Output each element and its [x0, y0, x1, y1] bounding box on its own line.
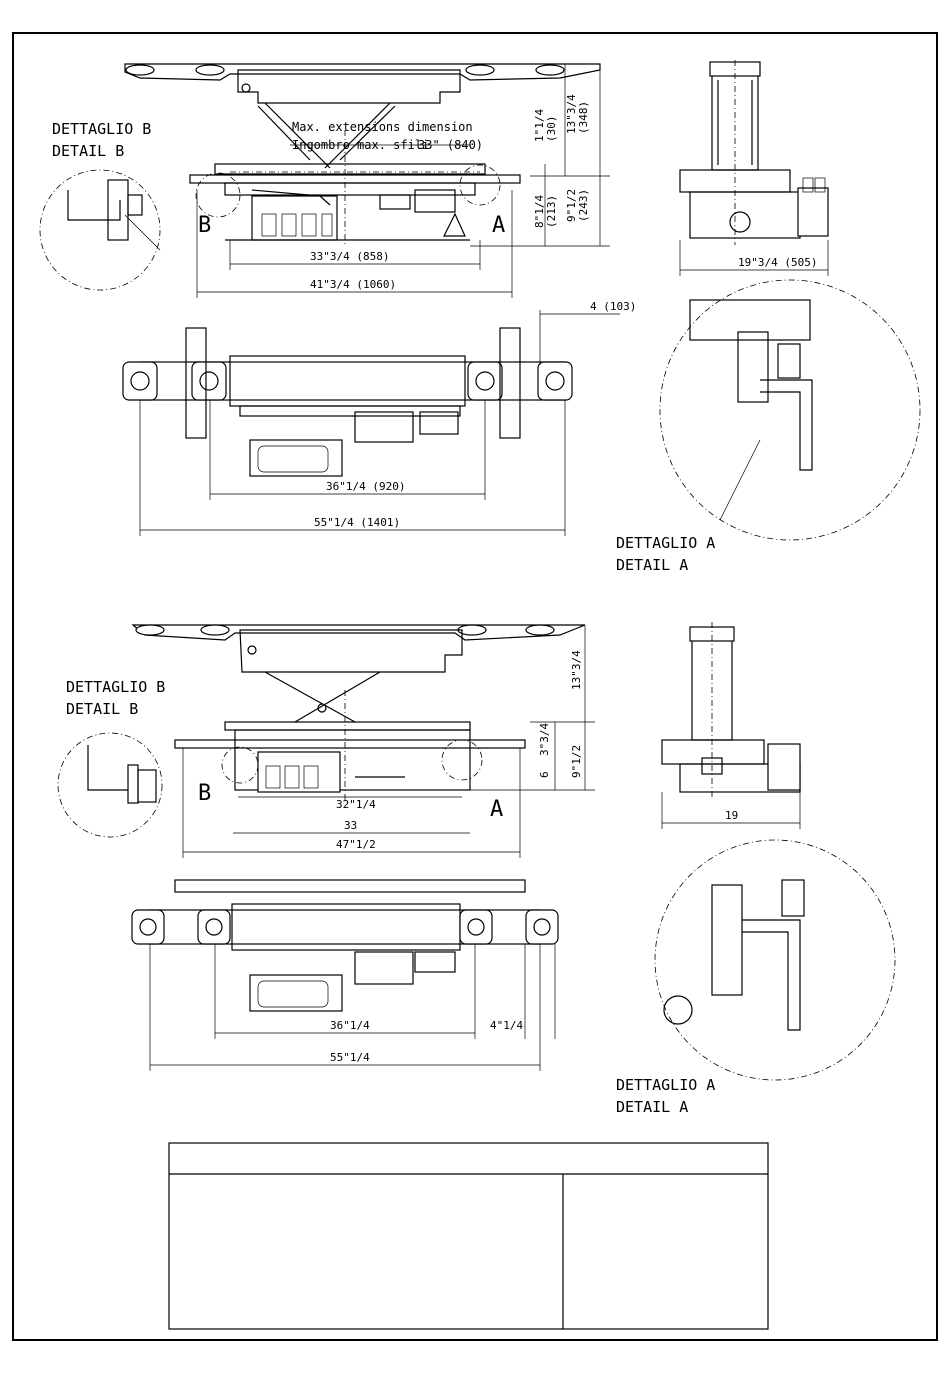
label-a-top: A	[492, 213, 505, 238]
detail-b-circle-top	[39, 169, 161, 291]
label-b-top: B	[198, 213, 211, 238]
detail-a-label-it: DETTAGLIO A	[616, 534, 715, 552]
dim-32-1-4-b: 32"1/4	[336, 798, 376, 811]
max-extensions-label-it: Ingombro max. sfili	[292, 138, 429, 152]
label-b-bottom: B	[198, 781, 211, 806]
top-front-view	[124, 63, 601, 245]
max-extensions-value: 33" (840)	[418, 138, 483, 152]
top-front-dimensions	[196, 64, 610, 298]
dim-30: (30)	[545, 116, 558, 143]
dim-1-1-4: 1"1/4	[533, 109, 546, 142]
bottom-front-dimensions	[182, 625, 595, 858]
detail-a-label-it-2: DETTAGLIO A	[616, 1076, 715, 1094]
max-extensions-label-en: Max. extensions dimension	[292, 120, 473, 134]
title-block	[168, 1142, 769, 1330]
dim-4: 4 (103)	[590, 300, 636, 313]
dim-3-3-4-b: 3"3/4	[538, 723, 551, 756]
detail-b-circle-bottom	[57, 732, 163, 838]
dim-36-1-4-b: 36"1/4	[330, 1019, 370, 1032]
dim-55-1-4: 55"1/4 (1401)	[314, 516, 400, 529]
dim-55-1-4-b: 55"1/4	[330, 1051, 370, 1064]
dim-47-1-2-b: 47"1/2	[336, 838, 376, 851]
detail-a-label-en-2: DETAIL A	[616, 1098, 688, 1116]
dim-19-3-4: 19"3/4 (505)	[738, 256, 817, 269]
dim-13-3-4: 13"3/4	[565, 94, 578, 134]
dim-33-b: 33	[344, 819, 357, 832]
detail-b-label-it-2: DETTAGLIO B	[66, 678, 165, 696]
top-side-view	[679, 60, 829, 276]
dim-243: (243)	[577, 189, 590, 222]
dim-4-1-4-b: 4"1/4	[490, 1019, 523, 1032]
bottom-front-view	[131, 624, 586, 800]
dim-9-1-2: 9"1/2	[565, 189, 578, 222]
dim-13-3-4-b: 13"3/4	[570, 650, 583, 690]
dim-213: (213)	[545, 195, 558, 228]
dim-41-3-4: 41"3/4 (1060)	[310, 278, 396, 291]
dim-33-3-4: 33"3/4 (858)	[310, 250, 389, 263]
dim-6-b: 6	[538, 771, 551, 778]
detail-a-label-en: DETAIL A	[616, 556, 688, 574]
drawing-border	[12, 32, 938, 1341]
detail-b-label-it: DETTAGLIO B	[52, 120, 151, 138]
detail-a-circle-top	[659, 279, 921, 541]
bottom-plan-view	[131, 879, 559, 1071]
detail-b-label-en-2: DETAIL B	[66, 700, 138, 718]
label-a-bottom: A	[490, 797, 503, 822]
dim-9-1-2-b: 9"1/2	[570, 745, 583, 778]
detail-b-label-en: DETAIL B	[52, 142, 124, 160]
dim-8-1-4: 8"1/4	[533, 195, 546, 228]
dim-348: (348)	[577, 101, 590, 134]
bottom-side-view	[661, 622, 801, 829]
dim-36-1-4: 36"1/4 (920)	[326, 480, 405, 493]
detail-a-circle-bottom	[654, 839, 896, 1081]
dim-19-b: 19	[725, 809, 738, 822]
top-plan-view	[122, 310, 620, 536]
